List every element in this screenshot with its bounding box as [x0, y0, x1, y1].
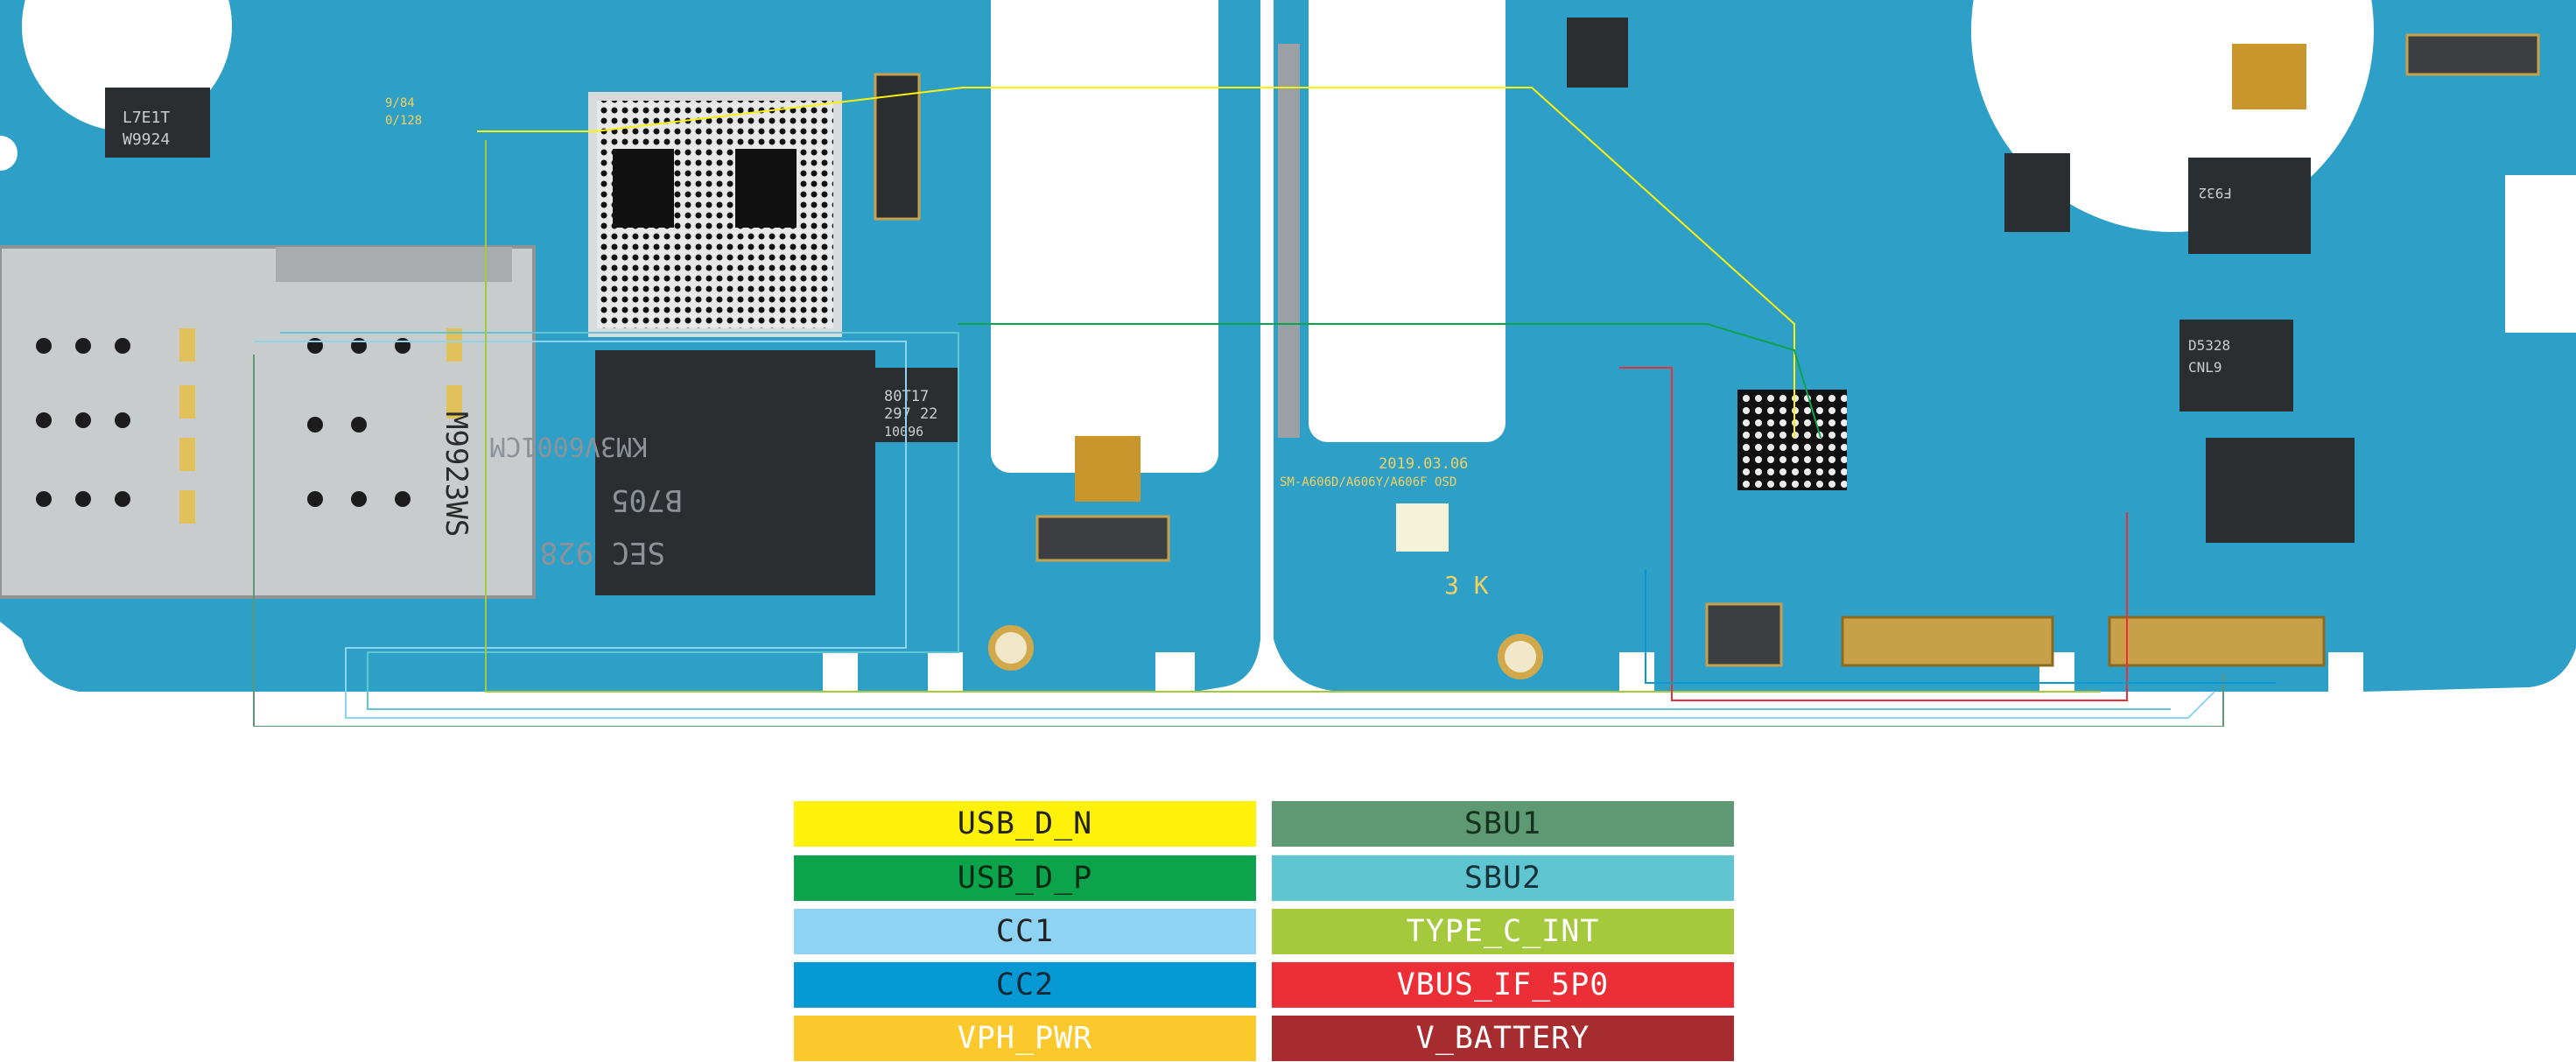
chip-l7e1t: L7E1T W9924: [105, 88, 210, 158]
chip-right-c: [2206, 438, 2355, 543]
chip-right-e: [1567, 18, 1628, 88]
chip-l7e1t-text: L7E1T: [123, 109, 170, 127]
silk-rev2: 0/128: [385, 114, 422, 128]
flash-led: [1396, 503, 1449, 552]
legend-label: V_BATTERY: [1415, 1021, 1590, 1056]
legend-item-v-battery: V_BATTERY: [1272, 1016, 1734, 1061]
metal-strip: [1278, 44, 1300, 438]
legend-item-cc2: CC2: [794, 962, 1256, 1008]
sim-silk-text: M9923WS: [439, 411, 474, 537]
mount-hole-right: [1498, 634, 1543, 679]
connector-right-top: [2405, 33, 2540, 76]
gold-qr-chip: [1075, 436, 1141, 502]
legend-item-usb-d-n: USB_D_N: [794, 801, 1256, 847]
chip-right-b: [2179, 320, 2293, 411]
connector-right-b: [2108, 615, 2326, 667]
legend-item-vbus-if-5p0: VBUS_IF_5P0: [1272, 962, 1734, 1008]
legend-item-type-c-int: TYPE_C_INT: [1272, 909, 1734, 954]
legend-item-usb-d-p: USB_D_P: [794, 855, 1256, 901]
legend-item-vph-pwr: VPH_PWR: [794, 1016, 1256, 1061]
chip-right3-text: CNL9: [2188, 359, 2222, 376]
chip-right-qr: [2232, 44, 2306, 109]
sim-tray: M9923WS: [0, 245, 536, 599]
ram-silk-code: KM3V6001CM: [489, 431, 648, 461]
silk-model: SM-A606D/A606Y/A606F OSD: [1280, 475, 1456, 489]
legend-item-cc1: CC1: [794, 909, 1256, 954]
ram-silk-sec: SEC 928: [540, 535, 665, 570]
legend-label: VBUS_IF_5P0: [1396, 967, 1610, 1002]
signal-traces: [253, 87, 2276, 727]
cpu-bga: [588, 92, 842, 337]
ram-silk-b705: B705: [611, 482, 683, 517]
chip-w9924-text: W9924: [123, 130, 170, 149]
legend-label: SBU1: [1463, 806, 1542, 841]
chip-right-a: [2188, 158, 2311, 254]
chip-10096-text: 10096: [884, 424, 923, 440]
pcb-board-diagram: M9923WS KM3V6001CM B705 SEC 928 80T17 29…: [0, 0, 2576, 727]
chip-right1-text: F932: [2198, 185, 2232, 201]
legend-label: SBU2: [1463, 861, 1542, 896]
legend-item-sbu2: SBU2: [1272, 855, 1734, 901]
connector-top-left: [874, 73, 921, 221]
legend-label: CC2: [995, 967, 1055, 1002]
legend-label: VPH_PWR: [957, 1021, 1093, 1056]
chip-right2-text: D5328: [2188, 337, 2230, 354]
silk-rev1: 9/84: [385, 96, 415, 110]
legend-label: CC1: [995, 914, 1055, 949]
ram-chip: KM3V6001CM B705 SEC 928: [489, 350, 875, 595]
chip-right-d: [2004, 153, 2070, 232]
legend-label: USB_D_N: [957, 806, 1093, 841]
chip-29722-text: 297 22: [884, 405, 937, 423]
signal-legend: USB_D_N SBU1 USB_D_P SBU2 CC1 TYPE_C_INT…: [794, 801, 1736, 1062]
legend-label: TYPE_C_INT: [1406, 914, 1600, 949]
silk-3k: 3 K: [1444, 571, 1489, 600]
silk-date: 2019.03.06: [1379, 455, 1468, 473]
connector-right-small: [1705, 602, 1783, 667]
legend-label: USB_D_P: [957, 861, 1093, 896]
mount-hole-left: [988, 625, 1034, 671]
connector-right-a: [1841, 615, 2054, 667]
chip-80t17: 80T17 297 22 10096: [875, 368, 958, 442]
connector-mid-left: [1035, 515, 1170, 562]
right-board-bga: [1737, 390, 1847, 490]
legend-item-sbu1: SBU1: [1272, 801, 1734, 847]
